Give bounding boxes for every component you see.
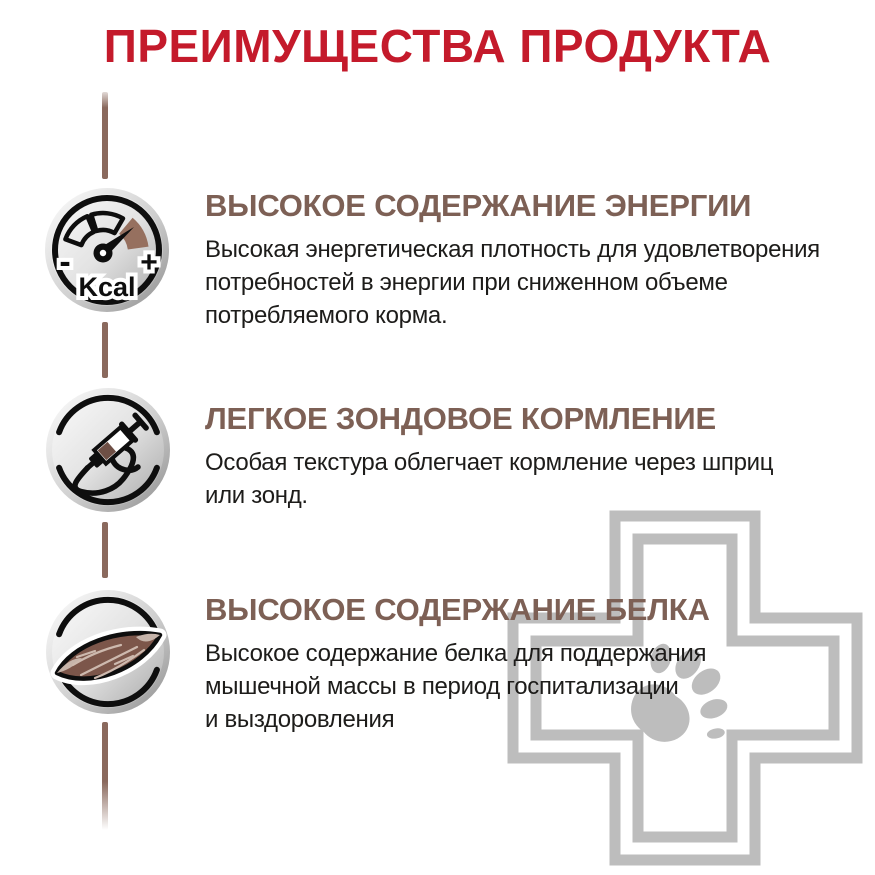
kcal-gauge-icon: - + Kcal: [45, 188, 169, 312]
muscle-fiber-lines: [71, 643, 146, 680]
vet-cross-watermark: [507, 510, 863, 866]
benefit-body-line: мышечной массы в период госпитализации: [205, 673, 679, 700]
benefit-section-energy: ВЫСОКОЕ СОДЕРЖАНИЕ ЭНЕРГИИ Высокая энерг…: [205, 190, 820, 332]
gauge-plus-label: +: [140, 246, 158, 279]
vet-cross-inner-outline: [530, 533, 840, 843]
benefit-body-line: потребностей в энергии при сниженном объ…: [205, 269, 728, 296]
gauge-high-zone: [119, 217, 149, 250]
benefit-body-line: потребляемого корма.: [205, 302, 448, 329]
syringe-tube-icon: [46, 388, 170, 512]
page-title: ПРЕИМУЩЕСТВА ПРОДУКТА: [103, 20, 772, 72]
gauge-kcal-label: Kcal: [78, 272, 135, 302]
benefit-heading: ВЫСОКОЕ СОДЕРЖАНИЕ БЕЛКА: [205, 592, 710, 627]
timeline-segment: [102, 722, 108, 830]
timeline-segment: [102, 322, 108, 378]
benefit-heading: ЛЕГКОЕ ЗОНДОВОЕ КОРМЛЕНИЕ: [205, 401, 716, 436]
feeding-tube: [72, 444, 141, 496]
benefit-body-line: или зонд.: [205, 482, 308, 509]
benefit-body-line: и выздоровления: [205, 706, 395, 733]
paw-print-icon: [631, 643, 728, 742]
benefit-body-line: Особая текстура облегчает кормление чере…: [205, 449, 774, 476]
benefit-section-tube-feeding: ЛЕГКОЕ ЗОНДОВОЕ КОРМЛЕНИЕ Особая текстур…: [205, 401, 774, 512]
gauge-minus-label: -: [59, 243, 70, 281]
benefit-body-line: Высокая энергетическая плотность для удо…: [205, 236, 820, 263]
vet-cross-icon: [507, 510, 863, 866]
benefit-heading: ВЫСОКОЕ СОДЕРЖАНИЕ ЭНЕРГИИ: [205, 188, 752, 223]
syringe: [85, 412, 149, 471]
timeline-segment: [102, 92, 108, 179]
benefit-body-line: Высокое содержание белка для поддержания: [205, 640, 707, 667]
timeline-segment: [102, 522, 108, 578]
benefit-section-protein: ВЫСОКОЕ СОДЕРЖАНИЕ БЕЛКА Высокое содержа…: [205, 594, 710, 736]
muscle-icon: [46, 590, 170, 714]
